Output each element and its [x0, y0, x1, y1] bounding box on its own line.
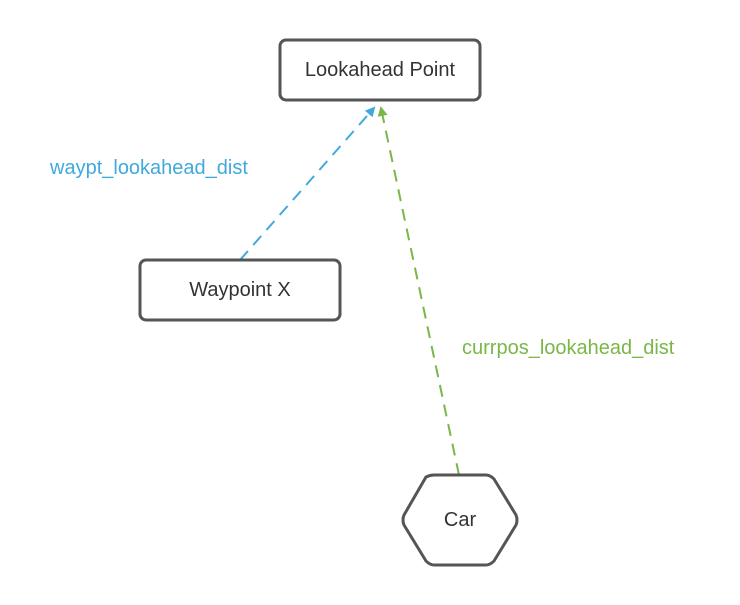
- edge-waypt-lookahead-line: [239, 106, 376, 261]
- node-lookahead-point-label: Lookahead Point: [305, 59, 456, 81]
- node-waypoint-x[interactable]: Waypoint X: [138, 258, 342, 322]
- node-car-label: Car: [444, 509, 477, 531]
- node-lookahead-point[interactable]: Lookahead Point: [278, 38, 482, 102]
- node-car[interactable]: Car: [401, 473, 519, 567]
- edge-currpos-lookahead-label: currpos_lookahead_dist: [462, 337, 675, 359]
- edge-waypt-lookahead: waypt_lookahead_dist: [49, 106, 376, 261]
- edge-currpos-lookahead-line: [377, 106, 460, 476]
- edge-currpos-lookahead: currpos_lookahead_dist: [377, 106, 675, 476]
- node-lookahead-point-box: [278, 38, 482, 102]
- node-waypoint-x-box: [138, 258, 342, 322]
- edge-waypt-lookahead-label: waypt_lookahead_dist: [49, 157, 248, 179]
- node-car-hexagon: [401, 473, 519, 567]
- node-waypoint-x-label: Waypoint X: [189, 279, 291, 301]
